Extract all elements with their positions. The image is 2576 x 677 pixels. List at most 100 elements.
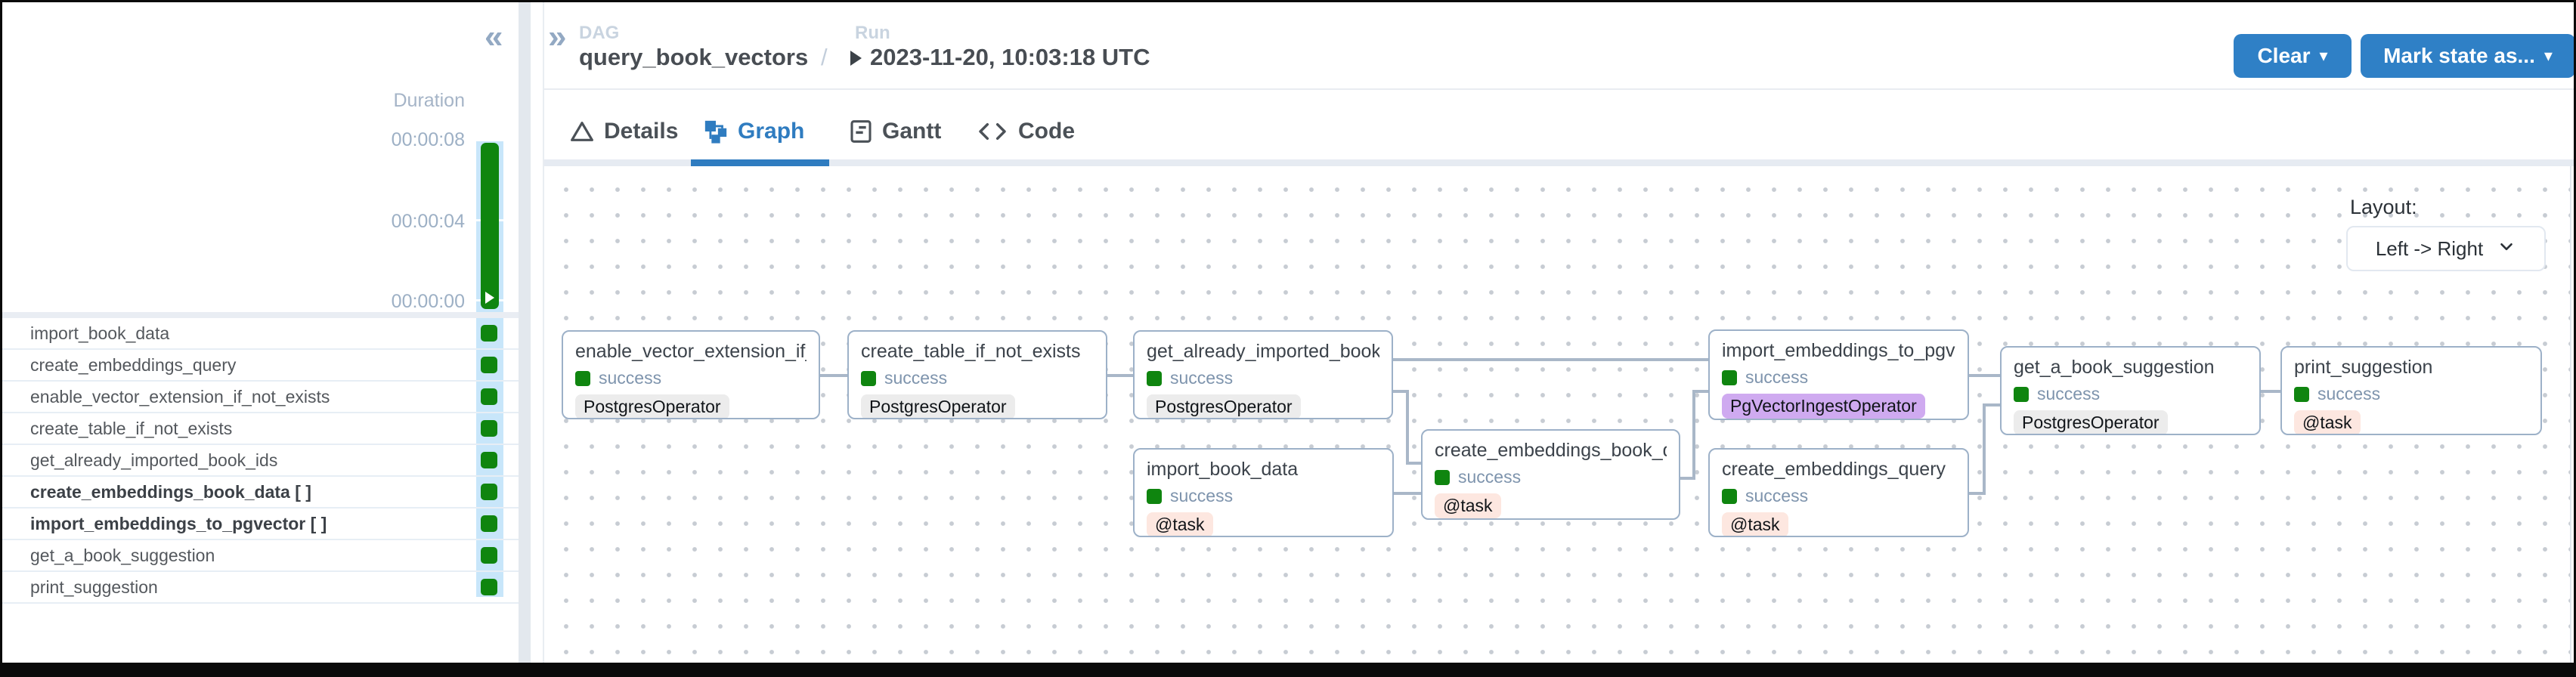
task-list: import_book_data create_embeddings_query… [2, 318, 519, 604]
task-row-create-table-if-not-exists[interactable]: create_table_if_not_exists [2, 413, 519, 445]
node-title: create_embeddings_book_da... [1435, 440, 1667, 461]
manual-run-play-icon [485, 292, 494, 304]
caret-down-icon: ▾ [2543, 46, 2553, 65]
mark-state-as-button[interactable]: Mark state as... ▾ [2361, 34, 2574, 78]
expand-panel-button[interactable]: » [548, 20, 566, 54]
chevron-down-icon [2497, 236, 2516, 261]
tab-label: Gantt [882, 119, 942, 144]
success-status-square [1722, 488, 1737, 504]
active-tab-indicator [691, 159, 829, 166]
task-label: import_book_data [30, 323, 170, 343]
code-icon [976, 119, 1009, 144]
task-row-create-embeddings-query[interactable]: create_embeddings_query [2, 350, 519, 382]
operator-badge: @task [1722, 512, 1788, 536]
duration-axis-title: Duration [393, 90, 466, 111]
operator-badge: PostgresOperator [575, 394, 729, 418]
task-label: create_table_if_not_exists [30, 419, 233, 438]
node-title: enable_vector_extension_if_n... [575, 341, 807, 362]
tab-label: Details [604, 119, 679, 144]
tab-label: Graph [738, 119, 805, 144]
operator-badge: PgVectorIngestOperator [1722, 394, 1925, 419]
node-state: success [1458, 467, 1522, 487]
task-row-import-book-data[interactable]: import_book_data [2, 318, 519, 350]
task-label: create_embeddings_book_data [ ] [30, 482, 311, 502]
graph-node-create-embeddings-query[interactable]: create_embeddings_query success @task [1708, 448, 1969, 537]
task-instance-status-square[interactable] [481, 325, 497, 342]
task-row-print-suggestion[interactable]: print_suggestion [2, 572, 519, 604]
task-instance-status-square[interactable] [481, 484, 497, 500]
node-state: success [1170, 368, 1234, 388]
collapse-panel-button[interactable]: « [485, 20, 503, 54]
layout-select-value: Left -> Right [2375, 236, 2484, 260]
success-status-square [1722, 369, 1737, 385]
tab-details[interactable]: Details [569, 114, 678, 149]
task-instance-status-square[interactable] [481, 579, 497, 595]
duration-tick-4s: 00:00:04 [391, 211, 465, 232]
header-divider [544, 88, 2574, 90]
task-instance-status-square[interactable] [481, 452, 497, 468]
breadcrumb-run-label: Run [855, 23, 890, 43]
graph-node-create-embeddings-book-data[interactable]: create_embeddings_book_da... success @ta… [1421, 429, 1680, 520]
duration-tick-8s: 00:00:08 [391, 129, 465, 150]
task-label: create_embeddings_query [30, 355, 237, 375]
graph-node-get-a-book-suggestion[interactable]: get_a_book_suggestion success PostgresOp… [2000, 346, 2261, 435]
chevron-double-left-icon: « [485, 18, 503, 55]
tabs-divider [544, 159, 2574, 166]
task-row-get-already-imported-book-ids[interactable]: get_already_imported_book_ids [2, 445, 519, 477]
graph-node-import-book-data[interactable]: import_book_data success @task [1133, 448, 1394, 537]
graph-node-create-table-if-not-exists[interactable]: create_table_if_not_exists success Postg… [847, 330, 1107, 419]
graph-icon [703, 119, 729, 144]
grid-header-separator [2, 312, 519, 318]
task-label: get_a_book_suggestion [30, 546, 215, 565]
task-instance-status-square[interactable] [481, 420, 497, 437]
node-state: success [2317, 384, 2381, 403]
breadcrumb-run-value[interactable]: 2023-11-20, 10:03:18 UTC [870, 44, 1150, 70]
task-instance-status-square[interactable] [481, 357, 497, 373]
node-title: get_already_imported_book_ids [1147, 341, 1379, 362]
task-row-enable-vector-extension[interactable]: enable_vector_extension_if_not_exists [2, 382, 519, 413]
success-status-square [861, 370, 876, 386]
task-instance-status-square[interactable] [481, 388, 497, 405]
task-label: import_embeddings_to_pgvector [ ] [30, 514, 327, 533]
success-status-square [575, 370, 590, 386]
task-instance-status-square[interactable] [481, 515, 497, 532]
layout-label: Layout: [2350, 196, 2417, 218]
node-title: import_embeddings_to_pgve... [1722, 340, 1955, 361]
mark-state-button-label: Mark state as... [2383, 44, 2535, 67]
duration-tick-0s: 00:00:00 [391, 291, 465, 312]
task-label: print_suggestion [30, 577, 158, 597]
operator-badge: PostgresOperator [2014, 410, 2168, 434]
tab-gantt[interactable]: Gantt [849, 114, 941, 149]
operator-badge: @task [2294, 410, 2361, 434]
task-label: enable_vector_extension_if_not_exists [30, 387, 330, 407]
graph-node-print-suggestion[interactable]: print_suggestion success @task [2280, 346, 2542, 435]
breadcrumb-dag-label: DAG [579, 23, 620, 43]
task-row-import-embeddings-to-pgvector[interactable]: import_embeddings_to_pgvector [ ] [2, 509, 519, 540]
task-row-get-a-book-suggestion[interactable]: get_a_book_suggestion [2, 540, 519, 572]
node-title: create_embeddings_query [1722, 459, 1946, 480]
panel-resize-handle[interactable] [519, 2, 531, 663]
operator-badge: PostgresOperator [1147, 394, 1301, 418]
caret-down-icon: ▾ [2319, 46, 2328, 65]
task-instance-status-square[interactable] [481, 547, 497, 564]
layout-select[interactable]: Left -> Right [2346, 226, 2546, 271]
graph-node-import-embeddings-to-pgvector[interactable]: import_embeddings_to_pgve... success PgV… [1708, 329, 1969, 420]
clear-button-label: Clear [2257, 44, 2311, 67]
clear-button[interactable]: Clear ▾ [2234, 34, 2352, 78]
tab-graph[interactable]: Graph [703, 114, 804, 149]
success-status-square [1435, 469, 1450, 485]
run-duration-bar[interactable] [481, 143, 499, 309]
node-state: success [1170, 486, 1234, 505]
graph-node-enable-vector-extension[interactable]: enable_vector_extension_if_n... success … [562, 330, 820, 419]
tab-label: Code [1018, 119, 1075, 144]
operator-badge: @task [1147, 512, 1213, 536]
task-label: get_already_imported_book_ids [30, 450, 278, 470]
task-row-create-embeddings-book-data[interactable]: create_embeddings_book_data [ ] [2, 477, 519, 509]
run-type-play-icon [850, 51, 862, 66]
graph-node-get-already-imported-book-ids[interactable]: get_already_imported_book_ids success Po… [1133, 330, 1393, 419]
breadcrumb-dag-name[interactable]: query_book_vectors [579, 44, 809, 70]
tab-code[interactable]: Code [976, 114, 1075, 149]
node-state: success [1745, 367, 1809, 387]
node-title: print_suggestion [2294, 357, 2433, 378]
